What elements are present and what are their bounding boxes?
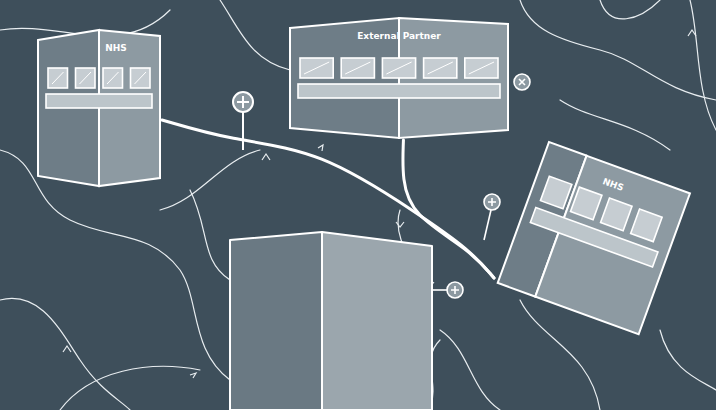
window-glint xyxy=(52,72,64,84)
building-label: External Partner xyxy=(354,31,444,42)
window xyxy=(76,68,96,88)
window xyxy=(571,187,602,220)
sign-band xyxy=(530,207,658,266)
network-connector xyxy=(403,140,494,278)
window xyxy=(601,198,632,231)
window xyxy=(103,68,123,88)
building-block xyxy=(498,142,690,334)
building-block xyxy=(230,232,432,410)
building-shape xyxy=(36,26,162,188)
building-node: External Partner xyxy=(288,14,510,140)
window xyxy=(540,176,571,209)
window xyxy=(341,58,374,78)
window xyxy=(631,209,662,242)
building-node: NHS xyxy=(494,138,694,338)
pin-marker xyxy=(484,194,500,240)
window-glint xyxy=(386,62,411,74)
window xyxy=(48,68,68,88)
window-glint xyxy=(345,62,370,74)
building-node: NHS xyxy=(36,26,162,188)
building-shape xyxy=(494,138,694,338)
window-glint xyxy=(107,72,119,84)
window-glint xyxy=(135,72,147,84)
window xyxy=(465,58,498,78)
network-connector xyxy=(162,120,494,278)
window-glint xyxy=(304,62,329,74)
window xyxy=(424,58,457,78)
window xyxy=(382,58,415,78)
window-glint xyxy=(469,62,494,74)
sign-band xyxy=(298,84,500,98)
sign-band xyxy=(46,94,152,108)
pin-marker xyxy=(432,282,463,298)
window xyxy=(131,68,151,88)
window xyxy=(300,58,333,78)
building-label: NHS xyxy=(102,43,130,54)
window-glint xyxy=(428,62,453,74)
close-marker xyxy=(514,74,530,90)
window-glint xyxy=(80,72,92,84)
